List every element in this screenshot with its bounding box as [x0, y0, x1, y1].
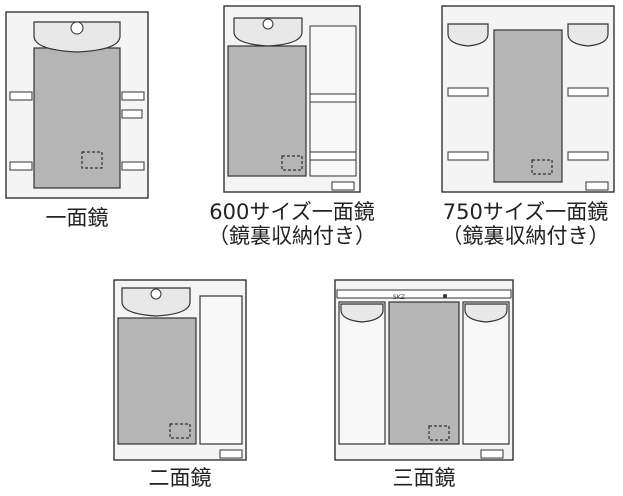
- mirror-panel: [227, 45, 307, 177]
- faucet-icon: [262, 18, 274, 30]
- caption-double-mirror: 二面鏡: [112, 466, 248, 490]
- vanity-bowl: [121, 287, 191, 317]
- switch-icon: [585, 181, 609, 191]
- caption-line: （鏡裏収納付き）: [441, 224, 610, 248]
- switch-icon: [121, 109, 143, 119]
- triple-mirror-illustration: SKZ: [334, 279, 514, 461]
- left-lower-shelf: [9, 161, 33, 171]
- right-lower-shelf: [121, 161, 145, 171]
- sensor-area-icon: [169, 423, 191, 439]
- side-shelf: [309, 93, 357, 103]
- caption-single-mirror: 一面鏡: [4, 206, 150, 230]
- caption-triple-mirror: 三面鏡: [333, 466, 515, 490]
- mirror-panel-right: [462, 301, 510, 445]
- mirror-panel-left: [338, 301, 386, 445]
- right-lower-shelf: [567, 151, 609, 161]
- single-mirror-750-cabinet: [440, 4, 616, 194]
- mirror-panel-right: [199, 295, 243, 445]
- vanity-bowl: [233, 17, 303, 47]
- triple-mirror-cabinet: SKZ: [333, 278, 515, 462]
- double-mirror-illustration: [113, 279, 247, 461]
- caption-line: 750サイズ一面鏡: [442, 200, 609, 224]
- caption-single-mirror-600: 600サイズ一面鏡 （鏡裏収納付き）: [197, 200, 387, 248]
- single-mirror-600-cabinet: [222, 4, 362, 194]
- faucet-icon: [70, 21, 84, 35]
- caption-single-mirror-750: 750サイズ一面鏡 （鏡裏収納付き）: [428, 200, 623, 248]
- sensor-area-icon: [428, 425, 450, 441]
- mirror-panel-center: [388, 301, 460, 445]
- single-mirror-750-illustration: [441, 5, 615, 193]
- left-shelf: [447, 87, 489, 97]
- single-mirror-600-illustration: [223, 5, 361, 193]
- caption-line: 三面鏡: [392, 466, 456, 490]
- sensor-area-icon: [281, 155, 303, 171]
- sensor-area-icon: [531, 159, 553, 175]
- switch-icon: [480, 449, 504, 459]
- caption-line: 一面鏡: [45, 206, 109, 230]
- left-bowl: [447, 23, 489, 47]
- caption-line: （鏡裏収納付き）: [208, 224, 376, 248]
- switch-icon: [219, 449, 243, 459]
- faucet-icon: [150, 288, 162, 300]
- caption-line: 二面鏡: [148, 466, 212, 490]
- top-light: [336, 289, 512, 299]
- side-lower-shelf: [309, 151, 357, 161]
- right-bowl: [567, 23, 609, 47]
- left-bowl: [340, 303, 384, 323]
- right-shelf: [567, 87, 609, 97]
- right-bowl: [464, 303, 508, 323]
- single-mirror-illustration: [5, 11, 149, 199]
- mirror-panel: [33, 47, 121, 189]
- switch-icon: [331, 181, 355, 191]
- mirror-panel: [493, 29, 563, 183]
- indicator-dot: [443, 294, 447, 298]
- double-mirror-cabinet: [112, 278, 248, 462]
- vanity-bowl: [33, 21, 121, 53]
- single-mirror-cabinet: [4, 10, 150, 200]
- left-lower-shelf: [447, 151, 489, 161]
- sensor-area-icon: [81, 151, 103, 169]
- caption-line: 600サイズ一面鏡: [209, 200, 375, 224]
- right-shelf: [121, 91, 145, 101]
- brand-label: SKZ: [393, 294, 405, 301]
- mirror-panel-left: [117, 317, 197, 445]
- left-shelf: [9, 91, 33, 101]
